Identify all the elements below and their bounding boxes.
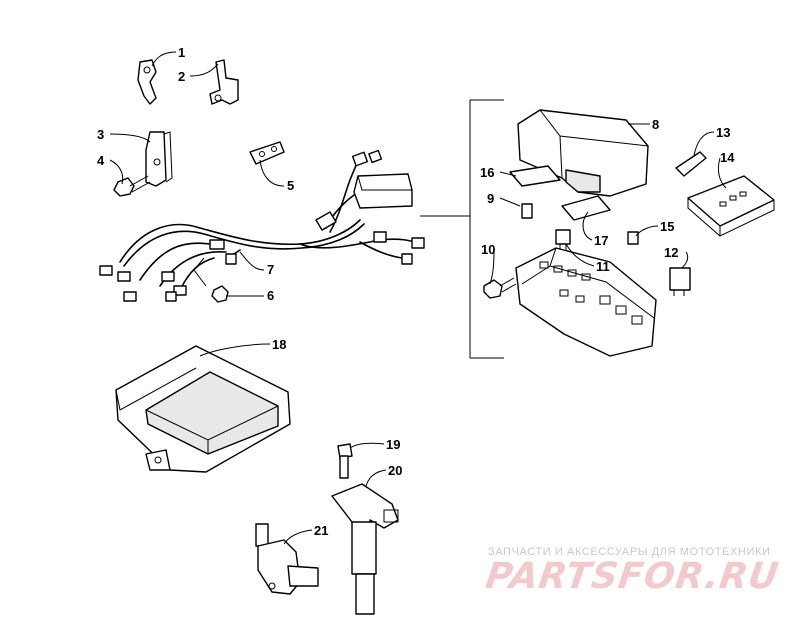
callout-12: 12 xyxy=(664,245,678,260)
callout-2: 2 xyxy=(178,69,185,84)
callout-19: 19 xyxy=(386,437,400,452)
bracket-part-1 xyxy=(137,59,157,105)
callout-17: 17 xyxy=(594,233,608,248)
callout-8: 8 xyxy=(652,117,659,132)
callout-10: 10 xyxy=(481,242,495,257)
callout-1: 1 xyxy=(178,45,185,60)
callout-labels: 1 2 3 4 5 6 7 8 9 10 11 12 13 14 15 16 1… xyxy=(97,45,735,538)
callout-11: 11 xyxy=(596,259,610,274)
callout-21: 21 xyxy=(314,523,328,538)
group-bracket xyxy=(420,99,504,359)
callout-13: 13 xyxy=(716,125,730,140)
fuse-holder-part-14 xyxy=(687,175,775,237)
bolt-part-4 xyxy=(113,175,151,197)
bolt-part-10 xyxy=(483,277,517,299)
leader-lines xyxy=(109,51,727,545)
bolt-part-19 xyxy=(337,443,353,479)
bolt-part-6 xyxy=(193,257,229,303)
watermark-logo: PARTSFOR.RU xyxy=(483,556,782,597)
mount-bracket-part-3 xyxy=(145,131,173,187)
callout-5: 5 xyxy=(287,178,294,193)
callout-6: 6 xyxy=(267,288,274,303)
callout-15: 15 xyxy=(660,219,674,234)
watermark-caption: ЗАПЧАСТИ И АКСЕССУАРЫ ДЛЯ МОТОТЕХНИКИ xyxy=(488,546,771,558)
label-sheet-part-17 xyxy=(561,195,611,221)
ignition-coil-part-20 xyxy=(331,483,399,615)
fuse-puller-part-13 xyxy=(675,151,707,177)
callout-3: 3 xyxy=(97,127,104,142)
sensor-part-21 xyxy=(255,523,319,595)
ecu-module-part-18 xyxy=(115,345,291,473)
fuse-part-9 xyxy=(521,203,533,219)
relay-part-15 xyxy=(627,231,639,245)
callout-18: 18 xyxy=(272,337,286,352)
small-bracket-part-5 xyxy=(249,141,285,165)
fuse-box-cover-part-8 xyxy=(517,109,649,197)
callout-4: 4 xyxy=(97,153,105,168)
bracket-part-2 xyxy=(209,59,239,105)
callout-14: 14 xyxy=(720,150,735,165)
callout-9: 9 xyxy=(487,191,494,206)
label-sheet-part-16 xyxy=(509,165,561,187)
relay-part-12 xyxy=(669,267,691,296)
callout-16: 16 xyxy=(480,165,494,180)
callout-7: 7 xyxy=(267,262,274,277)
fuse-block-base xyxy=(515,247,657,357)
callout-20: 20 xyxy=(388,463,402,478)
